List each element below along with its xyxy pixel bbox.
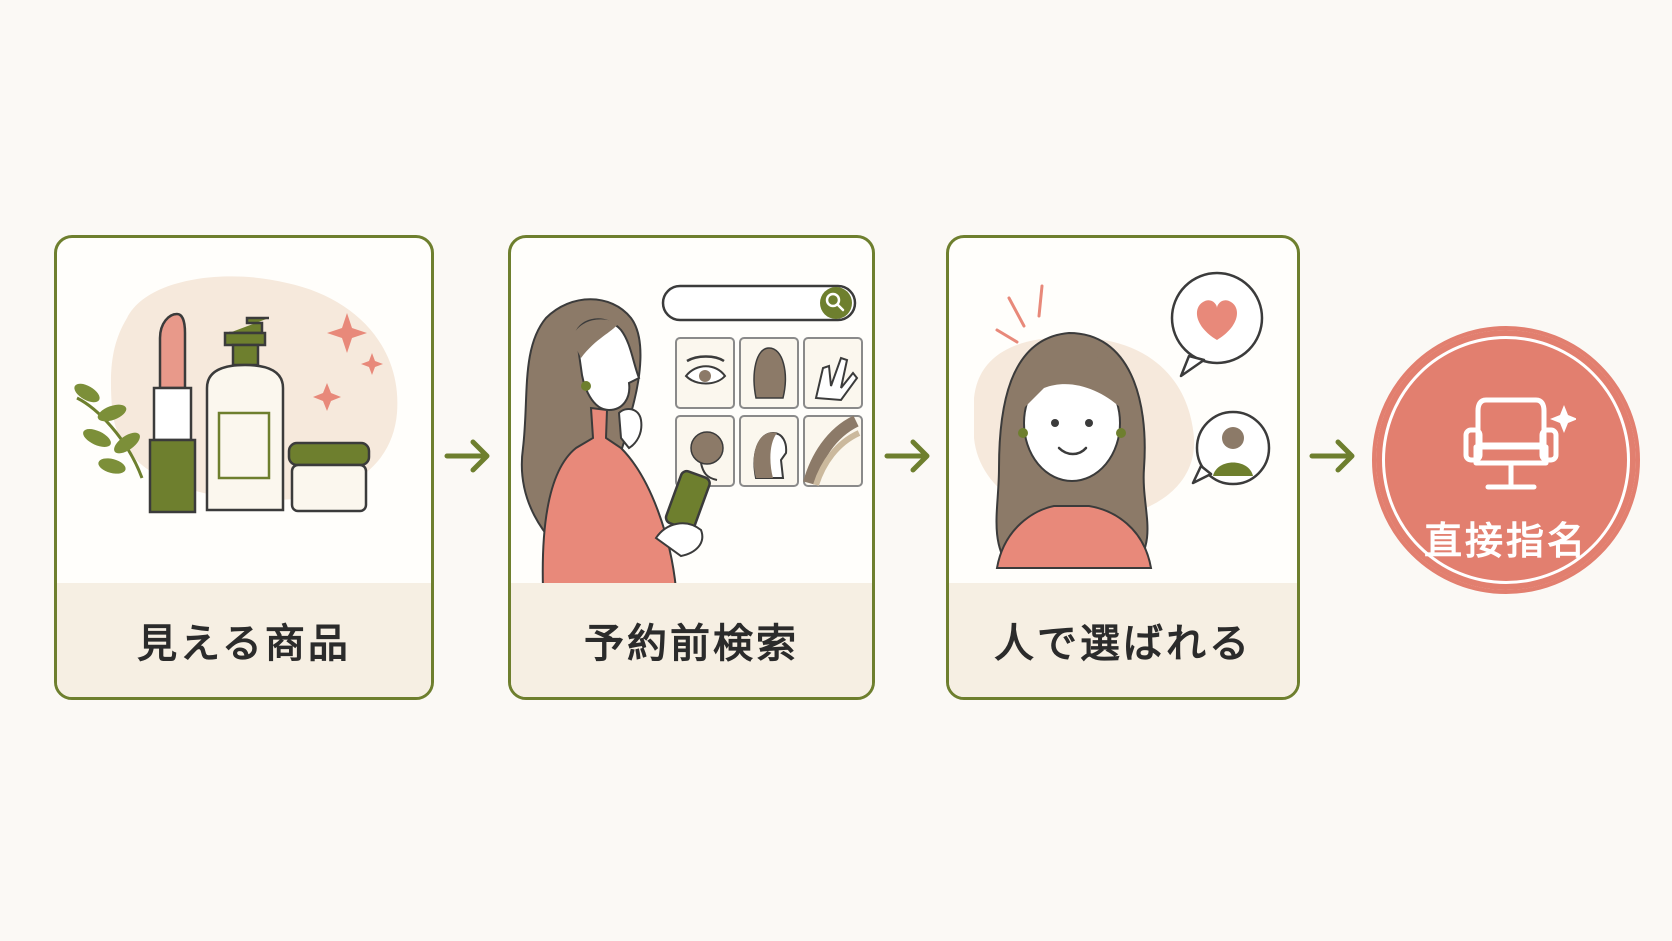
step-label: 予約前検索	[584, 621, 799, 667]
chosen-person-icon	[949, 238, 1297, 589]
goal-label: 直接指名	[1423, 519, 1588, 563]
step-label: 見える商品	[137, 621, 351, 667]
step-label-band: 予約前検索	[511, 583, 872, 697]
goal-direct-nomination: 直接指名	[1372, 326, 1640, 594]
search-styles-icon	[511, 238, 872, 590]
step-card-visible-products: 見える商品	[54, 235, 434, 700]
step-label-band: 見える商品	[57, 583, 431, 697]
step-label-band: 人で選ばれる	[949, 583, 1297, 697]
salon-chair-icon	[1463, 397, 1576, 490]
cosmetics-icon	[57, 238, 431, 589]
arrow-right-icon	[1309, 439, 1355, 473]
step-card-pre-booking-search: 予約前検索	[508, 235, 875, 700]
arrow-right-icon	[884, 439, 930, 473]
step-label: 人で選ばれる	[994, 621, 1252, 667]
arrow-right-icon	[444, 439, 490, 473]
step-card-chosen-by-person: 人で選ばれる	[946, 235, 1300, 700]
